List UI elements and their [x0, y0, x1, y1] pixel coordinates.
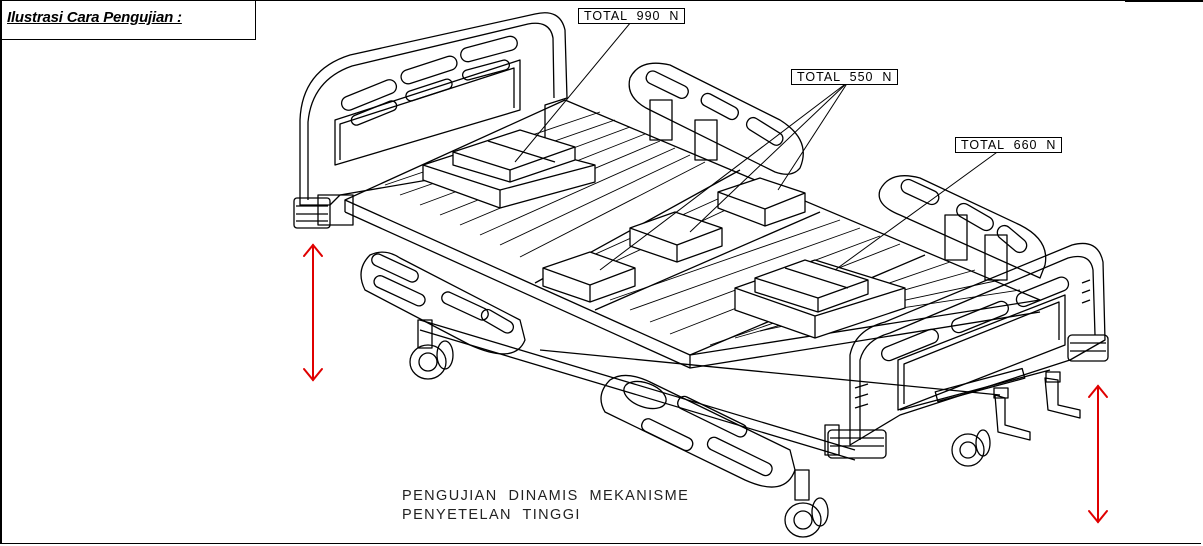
- side-rail-head: [628, 62, 804, 175]
- callout-load-middle: TOTAL 550 N: [791, 69, 899, 85]
- arrow-foot-end: [1088, 384, 1108, 524]
- casters: [409, 340, 991, 538]
- crank-handles: [899, 367, 1081, 441]
- illustration-title: Ilustrasi Cara Pengujian :: [7, 9, 182, 26]
- caption-line-1: PENGUJIAN DINAMIS MEKANISME: [402, 488, 690, 504]
- callout-load-foot: TOTAL 660 N: [955, 137, 1063, 153]
- table-border-right: [1125, 0, 1203, 2]
- footboard: [827, 242, 1109, 459]
- arrow-head-end: [303, 243, 323, 382]
- headboard: [293, 12, 568, 229]
- side-rail-foot: [878, 175, 1047, 281]
- callout-leaders: [514, 15, 1001, 271]
- underframe: [360, 251, 1001, 501]
- caption-line-2: PENYETELAN TINGGI: [402, 507, 581, 523]
- title-cell: Ilustrasi Cara Pengujian :: [2, 0, 256, 40]
- test-loads: [422, 129, 906, 339]
- callout-load-head: TOTAL 990 N: [578, 8, 686, 24]
- diagram-caption: PENGUJIAN DINAMIS MEKANISME PENYETELAN T…: [402, 487, 689, 525]
- height-arrows: [303, 243, 1108, 524]
